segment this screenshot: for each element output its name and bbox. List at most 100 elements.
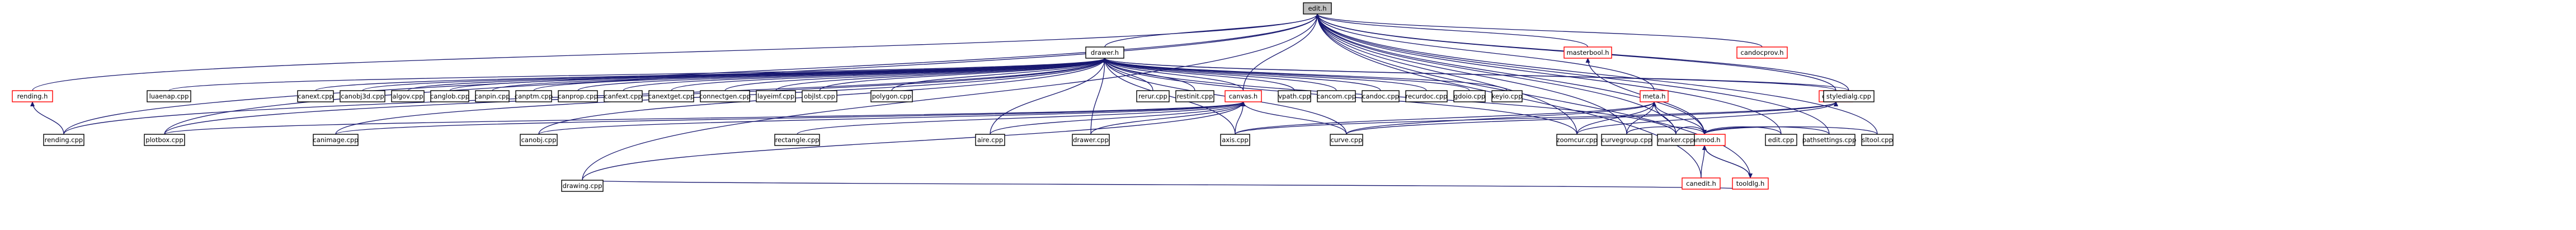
- node-label: recurdoc.cpp: [1406, 92, 1448, 100]
- node-zoomcur[interactable]: zoomcur.cpp: [1556, 134, 1598, 146]
- node-canobj3d[interactable]: canobj3d.cpp: [340, 90, 385, 102]
- edge-aire-to-drawerh: [990, 58, 1107, 135]
- node-rendingh[interactable]: rending.h: [12, 90, 53, 102]
- node-box: [12, 90, 53, 102]
- node-connectgen[interactable]: connectgen.cpp: [699, 90, 751, 102]
- edge-luaenap-to-drawerh: [168, 58, 1107, 91]
- node-label: curvegroup.cpp: [1602, 136, 1652, 144]
- node-marker[interactable]: marker.cpp: [1657, 134, 1695, 146]
- node-root[interactable]: edit.h: [1303, 2, 1332, 15]
- node-box: [1861, 134, 1894, 146]
- edge-drawing-to-root: [582, 13, 1320, 181]
- node-label: canprop.cpp: [558, 92, 597, 100]
- node-label: rending.h: [17, 92, 48, 100]
- node-label: candocprov.h: [1741, 49, 1784, 57]
- node-restinit[interactable]: restinit.cpp: [1175, 90, 1214, 102]
- node-box: [1453, 90, 1486, 102]
- node-drawer[interactable]: drawer.cpp: [1072, 134, 1110, 146]
- node-candoc[interactable]: candoc.cpp: [1362, 90, 1400, 102]
- node-label: canedit.h: [1686, 180, 1716, 187]
- node-box: [1732, 177, 1769, 190]
- node-box: [1225, 90, 1262, 102]
- node-box: [1564, 46, 1612, 59]
- node-label: tooldlg.h: [1736, 180, 1765, 187]
- node-rending[interactable]: rending.cpp: [43, 134, 84, 146]
- node-edit[interactable]: edit.cpp: [1765, 134, 1797, 146]
- edge-canamh-to-drawerh: [1103, 58, 1836, 91]
- edge-edit-to-root: [1315, 13, 1782, 135]
- node-box: [561, 180, 604, 192]
- edge-zoomcur-to-metah: [1576, 101, 1656, 135]
- node-box: [1405, 90, 1448, 102]
- node-box: [1640, 90, 1669, 102]
- node-styledialg[interactable]: styledialg.cpp: [1823, 90, 1875, 102]
- node-luaenap[interactable]: luaenap.cpp: [147, 90, 191, 102]
- node-masterboolh[interactable]: masterbool.h: [1564, 46, 1612, 59]
- node-polygon[interactable]: polygon.cpp: [870, 90, 913, 102]
- node-box: [144, 134, 185, 146]
- node-label: edit.cpp: [1768, 136, 1795, 144]
- node-caneditmh[interactable]: canedit.h: [1682, 177, 1721, 190]
- node-label: canglob.cpp: [430, 92, 469, 100]
- node-candocprovh[interactable]: candocprov.h: [1736, 46, 1788, 59]
- node-canfext[interactable]: canfext.cpp: [604, 90, 643, 102]
- edge-curve-to-metah: [1346, 101, 1656, 135]
- node-canvash[interactable]: canvas.h: [1225, 90, 1262, 102]
- node-box: [870, 90, 913, 102]
- node-pathsettings[interactable]: pathsettings.cpp: [1802, 134, 1857, 146]
- node-box: [430, 90, 469, 102]
- node-gdoio[interactable]: gdoio.cpp: [1453, 90, 1486, 102]
- node-box: [391, 90, 425, 102]
- edge-curvegroup-to-canmodh: [1626, 126, 1707, 135]
- node-vpath[interactable]: vpath.cpp: [1278, 90, 1311, 102]
- node-cancom[interactable]: cancom.cpp: [1317, 90, 1356, 102]
- node-recurdoc[interactable]: recurdoc.cpp: [1405, 90, 1448, 102]
- node-tooldlgh[interactable]: tooldlg.h: [1732, 177, 1769, 190]
- node-canimage[interactable]: canimage.cpp: [313, 134, 359, 146]
- node-axis[interactable]: axis.cpp: [1220, 134, 1250, 146]
- node-curvegroup[interactable]: curvegroup.cpp: [1601, 134, 1652, 146]
- edge-masterboolh-to-root: [1315, 13, 1589, 48]
- edge-cancom-to-drawerh: [1103, 58, 1337, 91]
- node-rectangle[interactable]: rectangle.cpp: [774, 134, 820, 146]
- edge-plotbox-to-canvash: [164, 101, 1245, 135]
- node-box: [756, 90, 796, 102]
- edge-canglob-to-drawerh: [449, 58, 1107, 91]
- edge-candocprovh-to-root: [1315, 13, 1763, 48]
- node-sltool[interactable]: sltool.cpp: [1861, 134, 1894, 146]
- node-drawing[interactable]: drawing.cpp: [561, 180, 604, 192]
- node-label: canfext.cpp: [604, 92, 642, 100]
- node-label: vpath.cpp: [1278, 92, 1311, 100]
- node-box: [475, 90, 510, 102]
- node-box: [1736, 46, 1788, 59]
- edge-curvegroup-to-metah: [1626, 101, 1656, 135]
- node-objlst[interactable]: objlst.cpp: [802, 90, 837, 102]
- node-algov[interactable]: algov.cpp: [391, 90, 425, 102]
- node-box: [520, 134, 558, 146]
- node-plotbox[interactable]: plotbox.cpp: [144, 134, 185, 146]
- node-label: pathsettings.cpp: [1802, 136, 1857, 144]
- node-rerur[interactable]: rerur.cpp: [1136, 90, 1170, 102]
- node-curve[interactable]: curve.cpp: [1330, 134, 1363, 146]
- node-canglob[interactable]: canglob.cpp: [430, 90, 469, 102]
- node-label: aire.cpp: [977, 136, 1003, 144]
- edge-axis-to-drawerh: [1103, 58, 1236, 135]
- node-canext[interactable]: canext.cpp: [297, 90, 334, 102]
- node-canobj[interactable]: canobj.cpp: [520, 134, 558, 146]
- node-label: keyio.cpp: [1492, 92, 1523, 100]
- node-label: masterbool.h: [1566, 49, 1609, 57]
- node-canptm[interactable]: canptm.cpp: [515, 90, 553, 102]
- node-drawerh[interactable]: drawer.h: [1085, 46, 1124, 59]
- edge-rending-to-rendingh: [30, 101, 64, 135]
- node-aire[interactable]: aire.cpp: [975, 134, 1005, 146]
- edge-canimage-to-canvash: [335, 101, 1246, 135]
- node-canextget[interactable]: canextget.cpp: [648, 90, 694, 102]
- node-box: [1136, 90, 1170, 102]
- node-canprop[interactable]: canprop.cpp: [558, 90, 598, 102]
- node-keyio[interactable]: keyio.cpp: [1491, 90, 1523, 102]
- node-metah[interactable]: meta.h: [1640, 90, 1669, 102]
- node-layeimf[interactable]: layeimf.cpp: [756, 90, 796, 102]
- edge-canmodh-to-root: [1315, 13, 1705, 135]
- edge-tooldlgh-to-root: [1315, 13, 1751, 179]
- node-canpin[interactable]: canpin.cpp: [474, 90, 510, 102]
